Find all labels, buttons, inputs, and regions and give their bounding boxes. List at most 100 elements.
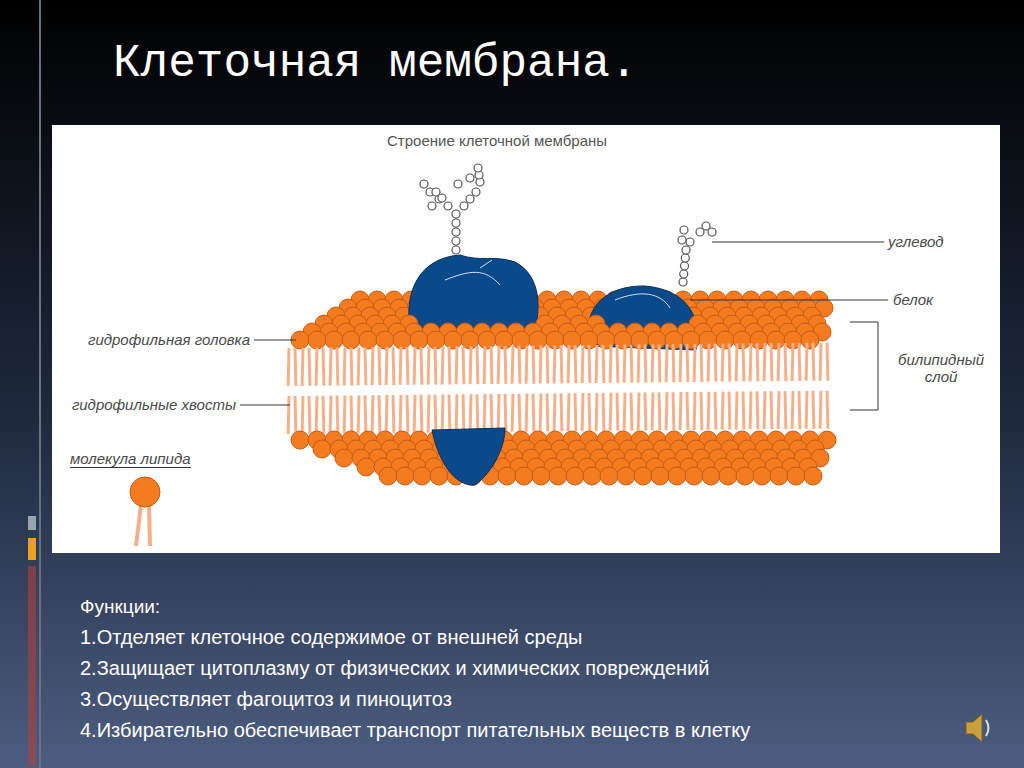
lipid-tail xyxy=(497,346,501,384)
lipid-tail xyxy=(721,344,725,382)
lipid-tail xyxy=(413,347,417,385)
carbohydrate-unit xyxy=(452,219,460,227)
lipid-head xyxy=(335,449,353,467)
lipid-tail xyxy=(602,393,606,431)
lipid-tail xyxy=(427,347,431,385)
lipid-tail xyxy=(700,344,704,382)
lipid-head xyxy=(376,331,394,349)
lipid-head xyxy=(342,331,360,349)
lipid-tail xyxy=(567,345,571,383)
lipid-tail xyxy=(504,394,508,432)
lipid-tail xyxy=(700,392,704,430)
lipid-tail xyxy=(567,393,571,431)
carbohydrate-unit xyxy=(420,180,428,188)
carbohydrate-unit xyxy=(682,246,690,254)
lipid-head xyxy=(549,467,567,485)
lipid-tail xyxy=(490,346,494,384)
speaker-icon xyxy=(966,714,989,742)
lipid-tail xyxy=(294,348,298,386)
lipid-tail xyxy=(805,391,809,429)
protein-highlight xyxy=(615,294,670,308)
lipid-head xyxy=(801,331,819,349)
lipid-tail xyxy=(728,344,732,382)
lipid-tail xyxy=(791,391,795,429)
lipid-head xyxy=(478,331,496,349)
lipid-tail xyxy=(665,344,669,382)
lipid-tail xyxy=(287,348,291,386)
function-text: 2.Защищает цитоплазму от физических и хи… xyxy=(80,657,709,680)
lipid-tail xyxy=(518,346,522,384)
figure-label: молекула липида xyxy=(70,450,191,468)
lipid-tail xyxy=(623,393,627,431)
lipid-head xyxy=(379,467,397,485)
lipid-head xyxy=(600,467,618,485)
carbohydrate-unit xyxy=(438,194,446,202)
lipid-tail xyxy=(819,343,823,381)
lipid-tail xyxy=(525,394,529,432)
carbohydrate-unit xyxy=(680,270,688,278)
lipid-head xyxy=(736,467,754,485)
carbohydrate-unit xyxy=(452,246,460,254)
lipid-tail xyxy=(336,348,340,386)
carbohydrate-unit xyxy=(472,188,480,196)
lipid-tail xyxy=(448,346,452,384)
lipid-tail xyxy=(714,344,718,382)
side-mark xyxy=(28,566,36,766)
lipid-tail xyxy=(791,343,795,381)
lipid-tail xyxy=(343,395,347,433)
lipid-tail xyxy=(553,393,557,431)
function-text: Функции: xyxy=(80,596,160,618)
lipid-tail xyxy=(756,391,760,429)
lipid-tail xyxy=(301,396,305,434)
lipid-tail xyxy=(308,396,312,434)
lipid-tail xyxy=(707,344,711,382)
lipid-tail xyxy=(378,347,382,385)
lipid-tail xyxy=(595,345,599,383)
lipid-tail xyxy=(637,345,641,383)
lipid-tail xyxy=(784,391,788,429)
lipid-tail xyxy=(581,393,585,431)
lipid-tail xyxy=(630,345,634,383)
lipid-tail xyxy=(679,392,683,430)
lipid-tail xyxy=(420,347,424,385)
lipid-tail xyxy=(315,348,319,386)
lipid-tail xyxy=(371,395,375,433)
lipid-tail xyxy=(693,344,697,382)
lipid-tail xyxy=(413,395,417,433)
lipid-tail xyxy=(679,344,683,382)
protein xyxy=(432,428,505,485)
membrane-illustration xyxy=(288,164,836,485)
lipid-tail xyxy=(651,344,655,382)
carbohydrate-unit xyxy=(678,236,686,244)
lipid-tail xyxy=(588,393,592,431)
lipid-tail xyxy=(406,347,410,385)
lipid-tail xyxy=(609,393,613,431)
side-mark xyxy=(28,516,36,530)
lipid-tail xyxy=(686,344,690,382)
lipid-head xyxy=(787,467,805,485)
lipid-tail xyxy=(714,392,718,430)
lipid-tail xyxy=(455,346,459,384)
figure-label: Строение клеточной мембраны xyxy=(387,132,607,149)
lipid-tail xyxy=(427,395,431,433)
lipid-tail xyxy=(623,345,627,383)
side-mark xyxy=(28,538,36,560)
lipid-tail xyxy=(574,393,578,431)
lipid-head xyxy=(804,467,822,485)
lipid-tail xyxy=(658,344,662,382)
lipid-tail xyxy=(546,345,550,383)
lipid-tail xyxy=(784,343,788,381)
carbohydrate-unit xyxy=(444,202,452,210)
protein xyxy=(588,286,697,350)
lipid-tail xyxy=(560,393,564,431)
lipid-tail xyxy=(455,394,459,432)
lipid-tail xyxy=(350,347,354,385)
lipid-tail xyxy=(518,394,522,432)
carbohydrate-unit xyxy=(686,238,694,246)
lipid-tail xyxy=(357,395,361,433)
lipid-tail xyxy=(392,347,396,385)
lipid-head xyxy=(308,331,326,349)
lipid-tail xyxy=(539,393,543,431)
lipid-head xyxy=(413,467,431,485)
